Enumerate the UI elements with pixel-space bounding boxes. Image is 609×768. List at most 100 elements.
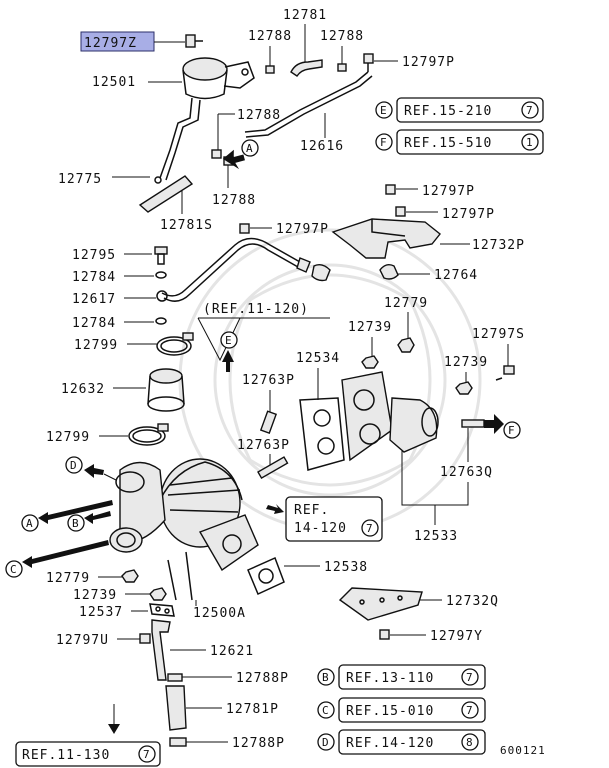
svg-text:8: 8 — [466, 736, 474, 749]
label-12784-b: 12784 — [72, 316, 116, 331]
label-12795: 12795 — [72, 248, 116, 263]
ref-box-d-14-120[interactable]: D REF.14-120 8 — [317, 729, 486, 755]
label-12799-a: 12799 — [74, 338, 118, 353]
stud-12763p-b — [257, 456, 289, 480]
connection-marker-d: D — [65, 456, 104, 478]
heat-shield-12732q — [338, 587, 423, 621]
bolt-12797p-top — [363, 53, 374, 72]
label-12797p-b: 12797P — [422, 184, 475, 199]
svg-text:D: D — [70, 459, 78, 472]
ref-box-14-120[interactable]: REF. 14-120 7 — [285, 496, 383, 542]
svg-text:REF.15-510: REF.15-510 — [404, 136, 492, 151]
label-12797s: 12797S — [472, 327, 525, 342]
label-12533: 12533 — [414, 529, 458, 544]
clamp-12799-a — [156, 332, 194, 356]
bolt-12797z — [185, 34, 203, 48]
connection-marker-c: C — [5, 540, 109, 578]
label-12781p: 12781P — [226, 702, 279, 717]
label-12763p-b: 12763P — [237, 438, 290, 453]
svg-text:REF.14-120: REF.14-120 — [346, 736, 434, 751]
clamp-12788p-b — [169, 737, 187, 747]
label-12779-b: 12779 — [46, 571, 90, 586]
connection-arrow-to-ref-14-120 — [266, 504, 284, 514]
svg-text:B: B — [72, 517, 80, 530]
label-12732q: 12732Q — [446, 594, 499, 609]
ref-box-11-130[interactable]: REF.11-130 7 — [15, 741, 161, 767]
nut-12779-b — [121, 569, 139, 583]
label-12763q: 12763Q — [440, 465, 493, 480]
label-12537: 12537 — [79, 605, 123, 620]
label-12797p-c: 12797P — [442, 207, 495, 222]
label-12764: 12764 — [434, 268, 478, 283]
svg-text:REF.: REF. — [294, 503, 329, 518]
turbo-outlet-elbow-12533 — [341, 371, 439, 462]
svg-text:7: 7 — [526, 104, 534, 117]
svg-text:14-120: 14-120 — [294, 521, 347, 536]
washer-12784-b — [155, 317, 167, 325]
ref-box-c-15-010[interactable]: C REF.15-010 7 — [317, 697, 486, 723]
bolt-12797y — [379, 629, 390, 640]
bolt-12797u — [139, 633, 151, 644]
label-12784-a: 12784 — [72, 270, 116, 285]
gasket-12537 — [149, 603, 175, 617]
svg-text:A: A — [26, 517, 34, 530]
label-12617: 12617 — [72, 292, 116, 307]
label-12799-b: 12799 — [46, 430, 90, 445]
ref-box-e-15-210[interactable]: E REF.15-210 7 — [375, 97, 544, 123]
bolt-12797p-b — [385, 184, 396, 195]
svg-text:REF.11-130: REF.11-130 — [22, 748, 110, 763]
label-12538: 12538 — [324, 560, 368, 575]
svg-text:D: D — [322, 736, 330, 749]
label-12501: 12501 — [92, 75, 136, 90]
label-12732p: 12732P — [472, 238, 525, 253]
nut-12739-c — [149, 587, 167, 601]
part-label-12797z-highlight[interactable]: 12797Z — [80, 31, 155, 52]
bolt-12797p-c — [395, 206, 406, 217]
clamp-12788-c — [211, 149, 222, 159]
label-12781s: 12781S — [160, 218, 213, 233]
label-12739-c: 12739 — [73, 588, 117, 603]
gasket-12534 — [299, 397, 345, 471]
down-arrow-icon — [108, 724, 120, 734]
pipe-12616 — [244, 71, 373, 138]
svg-text:C: C — [10, 563, 18, 576]
label-12739-b: 12739 — [444, 355, 488, 370]
svg-text:REF.15-010: REF.15-010 — [346, 704, 434, 719]
label-12797p-d: 12797P — [276, 222, 329, 237]
label-12788p-a: 12788P — [236, 671, 289, 686]
label-12763p-a: 12763P — [242, 373, 295, 388]
turbocharger-12500a — [109, 458, 259, 601]
connection-marker-f: F — [484, 414, 521, 439]
svg-text:1: 1 — [526, 136, 534, 149]
connection-marker-a: A — [21, 500, 113, 532]
svg-text:F: F — [508, 424, 516, 437]
svg-text:C: C — [322, 704, 330, 717]
label-12632: 12632 — [61, 382, 105, 397]
connection-marker-a-top: A — [222, 139, 259, 170]
svg-text:E: E — [225, 334, 233, 347]
stud-12763p-a — [259, 410, 278, 435]
label-ref-11-120[interactable]: (REF.11-120) — [203, 302, 309, 317]
label-12775: 12775 — [58, 172, 102, 187]
label-12797p-top: 12797P — [402, 55, 455, 70]
clamp-12788-b — [337, 63, 347, 72]
gasket-12764 — [379, 263, 399, 280]
svg-text:A: A — [246, 142, 254, 155]
clamp-12799-b — [128, 423, 169, 446]
label-12788-a: 12788 — [248, 29, 292, 44]
label-12534: 12534 — [296, 351, 340, 366]
clamp-12788-a — [265, 65, 275, 74]
hose-12781p — [165, 685, 187, 731]
label-12779-a: 12779 — [384, 296, 428, 311]
ref-box-b-13-110[interactable]: B REF.13-110 7 — [317, 664, 486, 690]
svg-text:7: 7 — [466, 704, 474, 717]
label-12739-a: 12739 — [348, 320, 392, 335]
bolt-12797p-d — [239, 223, 250, 234]
drawing-number: 600121 — [500, 744, 546, 757]
nut-12779-a — [397, 337, 415, 353]
wastegate-actuator-12501 — [159, 57, 255, 181]
ref-box-f-15-510[interactable]: F REF.15-510 1 — [375, 129, 544, 155]
label-12788p-b: 12788P — [232, 736, 285, 751]
label-12797y: 12797Y — [430, 629, 483, 644]
